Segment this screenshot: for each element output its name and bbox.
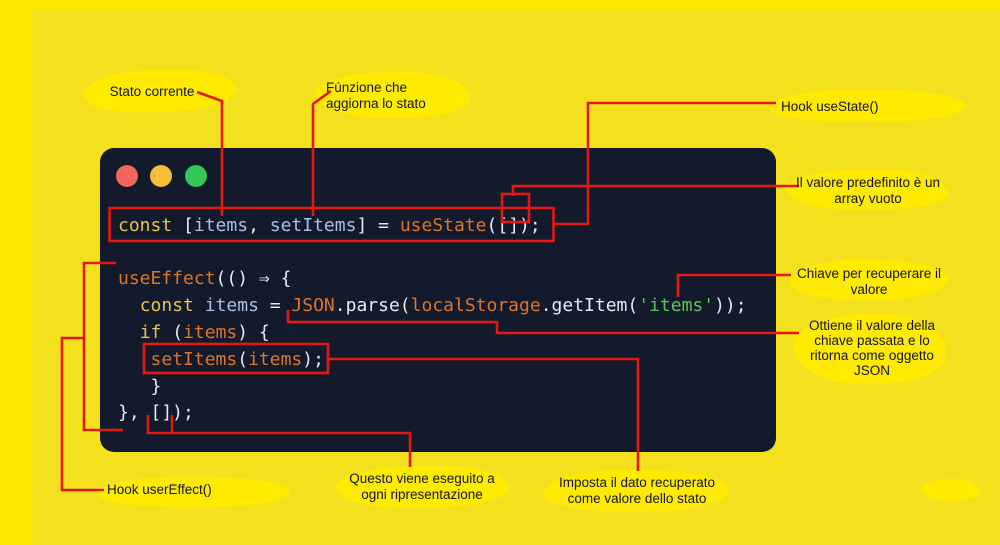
code-line-setitems: setItems(items); bbox=[150, 349, 324, 370]
window-red-dot-icon bbox=[116, 165, 138, 187]
label-valore-predefinito: Il valore predefinito è un array vuoto bbox=[795, 175, 941, 206]
highlight-blob bbox=[794, 314, 946, 384]
code-line-close-if: } bbox=[118, 376, 162, 397]
label-hook-usereffect: Hook userEffect() bbox=[107, 482, 212, 497]
code-line-deps-array: }, []); bbox=[118, 402, 194, 423]
window-green-dot-icon bbox=[185, 165, 207, 187]
highlight-blob bbox=[316, 72, 470, 118]
highlight-blob bbox=[544, 470, 728, 512]
highlight-blob bbox=[786, 170, 948, 210]
highlight-blob bbox=[790, 260, 948, 300]
label-chiave: Chiave per recuperare il valore bbox=[796, 266, 942, 297]
window-yellow-dot-icon bbox=[150, 165, 172, 187]
code-line-json-parse: const items = JSON.parse(localStorage.ge… bbox=[139, 295, 747, 316]
highlight-blob bbox=[770, 90, 966, 122]
code-line-useeffect: useEffect(() ⇒ { bbox=[118, 268, 292, 289]
label-stato-corrente: Stato corrente bbox=[109, 84, 195, 99]
label-hook-usestate: Hook useState() bbox=[781, 99, 879, 114]
label-imposta: Imposta il dato recuperato come valore d… bbox=[558, 475, 716, 506]
label-questo: Questo viene eseguito a ogni ripresentaz… bbox=[349, 471, 495, 502]
code-line-usestate: const [items, setItems] = useState([]); bbox=[118, 215, 541, 236]
highlight-blob bbox=[98, 477, 290, 507]
code-line-if: if (items) { bbox=[139, 322, 270, 343]
label-ottiene: Ottiene il valore della chiave passata e… bbox=[808, 318, 936, 378]
highlight-blob bbox=[922, 479, 980, 501]
label-funzione-aggiorna: Fúnzione che aggiorna lo stato bbox=[326, 80, 426, 111]
code-window: const [items, setItems] = useState([]); … bbox=[100, 148, 776, 452]
